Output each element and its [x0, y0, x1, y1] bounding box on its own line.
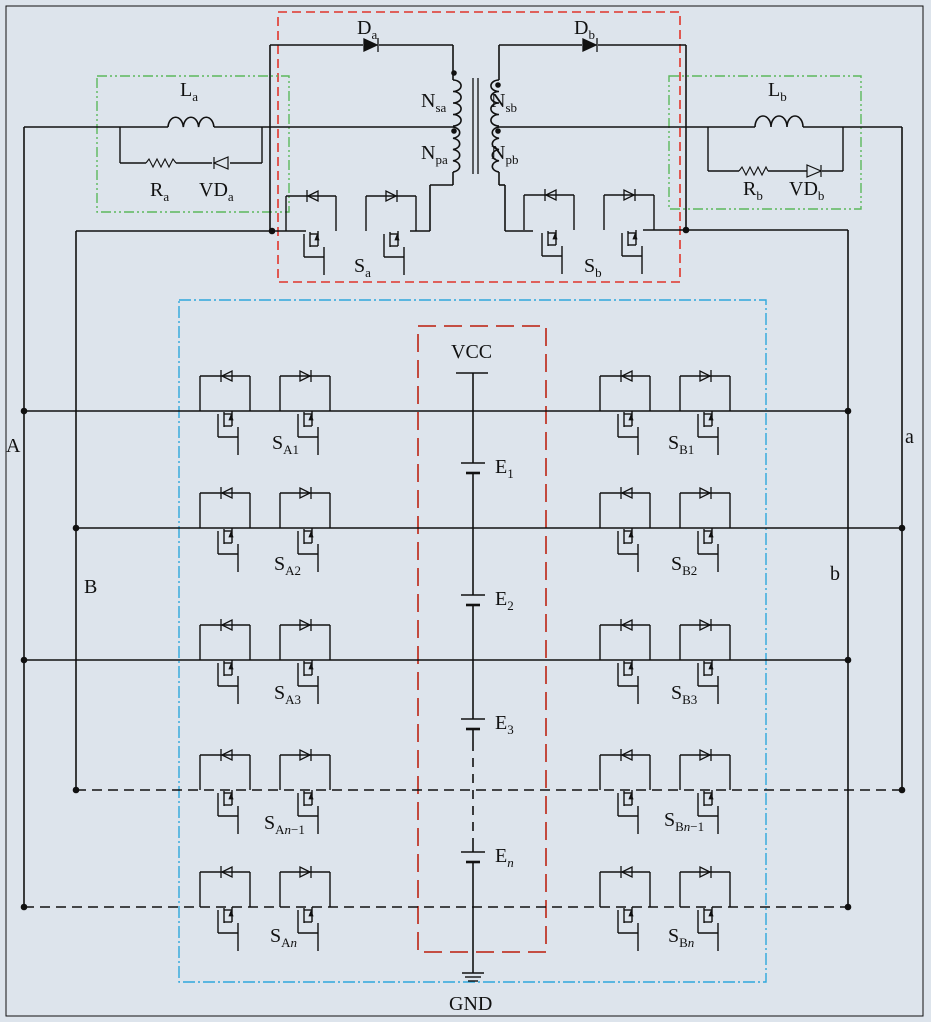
balancer-right-box — [668, 75, 862, 210]
label-e3: E3 — [495, 712, 514, 737]
switch-pair-sb — [523, 188, 655, 274]
outer-frame — [5, 5, 924, 1017]
label-bus-b-lower: b — [830, 563, 840, 585]
label-e2: E2 — [495, 588, 514, 613]
dashed-row-wires — [24, 789, 902, 908]
diode-vda — [212, 156, 229, 170]
label-sb2: SB2 — [671, 553, 697, 578]
label-gnd: GND — [449, 993, 492, 1015]
switch-pair-sb2 — [599, 486, 731, 572]
winding-nsa — [452, 79, 462, 127]
winding-npb — [491, 126, 500, 173]
resistor-rb — [738, 165, 769, 177]
battery-box — [417, 325, 547, 953]
switch-pairs — [199, 188, 731, 951]
switch-pair-sbn-1 — [599, 748, 731, 834]
switch-pair-sb3 — [599, 618, 731, 704]
switch-pair-sa — [285, 189, 417, 275]
label-sa: Sa — [354, 255, 371, 280]
label-sa3: SA3 — [274, 682, 301, 707]
label-sa2: SA2 — [274, 553, 301, 578]
switch-array-box — [178, 299, 767, 983]
junction-dots — [20, 226, 906, 911]
inductor-la — [167, 116, 215, 128]
winding-npa — [452, 126, 461, 173]
switch-pair-sa2 — [199, 486, 331, 572]
transformer-wires — [269, 44, 687, 232]
balancer-left-box — [96, 75, 290, 213]
switch-pair-san-1 — [199, 748, 331, 834]
label-e1: E1 — [495, 456, 514, 481]
label-ra: Ra — [150, 179, 169, 204]
label-vda: VDa — [199, 179, 234, 204]
label-sb1: SB1 — [668, 432, 694, 457]
label-nsa: Nsa — [421, 90, 447, 115]
label-da: Da — [357, 17, 377, 42]
label-sa1: SA1 — [272, 432, 299, 457]
winding-nsb — [490, 79, 500, 127]
battery-stack — [456, 372, 488, 973]
label-en: En — [495, 845, 514, 870]
label-san: SAn — [270, 925, 297, 950]
ground-symbol — [462, 972, 484, 982]
label-sbn: SBn — [668, 925, 694, 950]
balancer-left-wires — [119, 127, 263, 164]
switch-pair-san — [199, 865, 331, 951]
label-vdb: VDb — [789, 178, 824, 203]
label-sb3: SB3 — [671, 682, 697, 707]
resistor-ra — [145, 157, 177, 169]
label-nsb: Nsb — [491, 90, 517, 115]
transformer-box — [277, 11, 681, 283]
balancer-right-wires — [707, 127, 844, 172]
polarity-dots — [451, 70, 501, 134]
label-bus-a-upper: A — [6, 435, 21, 457]
switch-pair-sa1 — [199, 369, 331, 455]
diode-da — [363, 37, 379, 53]
label-sb: Sb — [584, 255, 602, 280]
label-db: Db — [574, 17, 595, 42]
diode-db — [582, 37, 598, 53]
switch-pair-sbn — [599, 865, 731, 951]
label-bus-a-lower: a — [905, 426, 914, 448]
diode-vdb — [806, 164, 823, 178]
label-vcc: VCC — [451, 341, 492, 363]
label-rb: Rb — [743, 178, 763, 203]
label-npa: Npa — [421, 142, 448, 167]
label-bus-b-upper: B — [84, 576, 97, 598]
label-la: La — [180, 79, 198, 104]
label-lb: Lb — [768, 79, 787, 104]
switch-pair-sa3 — [199, 618, 331, 704]
label-npb: Npb — [491, 142, 518, 167]
inductor-lb — [754, 115, 804, 128]
bus-wires — [23, 126, 903, 907]
switch-pair-sb1 — [599, 369, 731, 455]
